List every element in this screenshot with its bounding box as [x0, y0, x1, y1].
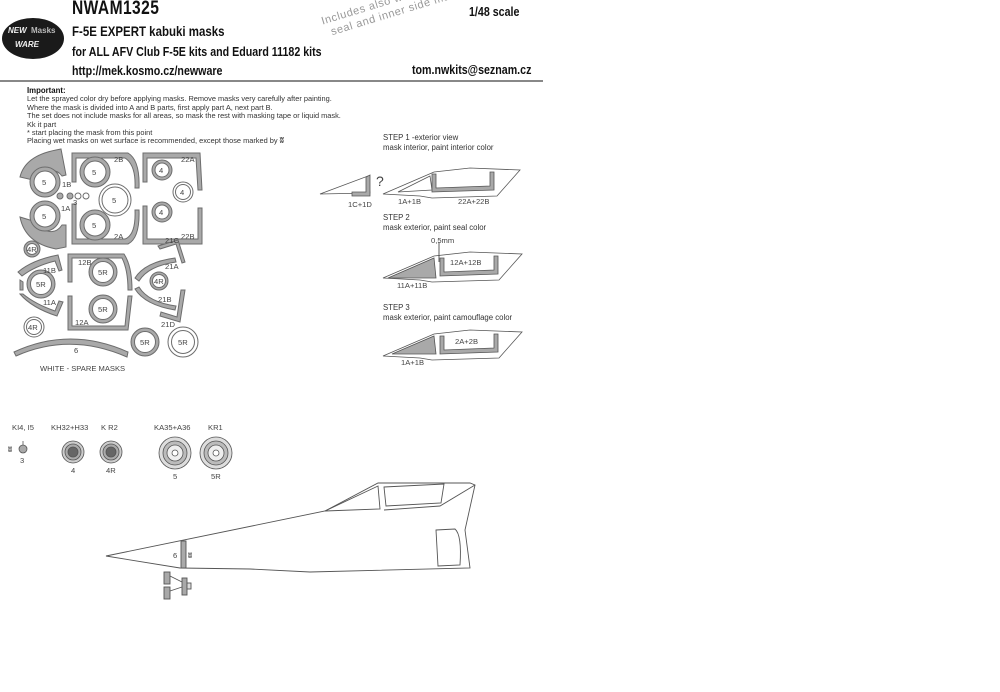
compatibility: for ALL AFV Club F-5E kits and Eduard 11… — [72, 44, 322, 59]
circle-5: 5 — [92, 168, 97, 177]
step2-desc: mask exterior, paint seal color — [383, 223, 487, 232]
scale-label: 1/48 scale — [469, 4, 520, 19]
mask-label-21d: 21D — [161, 320, 175, 329]
circle-5r: 5R — [98, 268, 108, 277]
wheel-num: 5 — [173, 472, 178, 481]
circle-5: 5 — [112, 196, 117, 205]
wheel-ref: KI4, I5 — [12, 423, 34, 432]
step1-title: STEP 1 -exterior view — [383, 133, 459, 142]
mask-label-3: 3 — [73, 198, 78, 207]
step3-label-b: 2A+2B — [455, 337, 479, 346]
mask-label-2b: 2B — [114, 155, 124, 164]
step3-text: STEP 3 mask exterior, paint camouflage c… — [383, 303, 512, 323]
mask-label-1a: 1A — [61, 204, 71, 213]
logo-masks: Masks — [31, 26, 56, 35]
wheel-num: 5R — [211, 472, 221, 481]
dry-mark-icon: ʬ — [188, 551, 193, 560]
mask-label-21b: 21B — [158, 295, 172, 304]
wheel-num: 4 — [71, 466, 76, 475]
mask-label-21c: 21C — [165, 236, 179, 245]
step1-desc: mask interior, paint interior color — [383, 143, 494, 152]
mask-label-22a: 22A — [181, 155, 195, 164]
note-line: The set does not include masks for all a… — [27, 111, 341, 121]
header-divider — [0, 80, 543, 82]
circle-4r: 4R — [28, 323, 38, 332]
product-title: F-5E EXPERT kabuki masks — [72, 23, 225, 39]
circle-5: 5 — [92, 221, 97, 230]
logo-ware: WARE — [15, 40, 39, 49]
new-ware-logo: NEW Masks WARE — [2, 18, 64, 59]
mask-label-21a: 21A — [165, 262, 179, 271]
wheel-num: 3 — [20, 456, 25, 465]
note-line: Where the mask is divided into A and B p… — [27, 102, 273, 112]
mask-label-12b: 12B — [78, 258, 92, 267]
fuselage-mask-label: 6 — [173, 551, 178, 560]
step2-label-b: 12A+12B — [450, 258, 482, 267]
step1-label-a: 1A+1B — [398, 197, 422, 206]
note-line: Placing wet masks on wet surface is reco… — [27, 136, 278, 146]
mask-label-1b: 1B — [62, 180, 72, 189]
important-notes: Important: Let the sprayed color dry bef… — [27, 86, 341, 146]
mask-label-12a: 12A — [75, 318, 89, 327]
note-line: Kk it part — [27, 119, 57, 129]
step2-dimension: 0,5mm — [431, 236, 455, 245]
question-part-label: 1C+1D — [348, 200, 372, 209]
logo-new: NEW — [8, 26, 27, 35]
wheel-ref: KA35+A36 — [154, 423, 191, 432]
website-url[interactable]: http://mek.kosmo.cz/newware — [72, 63, 223, 78]
dry-mark-icon: ʬ — [8, 445, 13, 454]
circle-5r: 5R — [98, 305, 108, 314]
mask-label-11b: 11B — [43, 266, 56, 275]
mask-label-2a: 2A — [114, 232, 124, 241]
spare-4r: 4R — [27, 245, 37, 254]
wheel-num: 4R — [106, 466, 116, 475]
question-mark: ? — [376, 173, 384, 189]
step2-text: STEP 2 mask exterior, paint seal color — [383, 213, 486, 233]
circle-4: 4 — [159, 166, 164, 175]
notes-heading: Important: — [27, 86, 66, 95]
step3-desc: mask exterior, paint camouflage color — [383, 313, 513, 322]
spare-masks-caption: WHITE - SPARE MASKS — [40, 364, 126, 373]
dry-mark-icon: ʬ — [279, 136, 284, 146]
circle-5r: 5R — [140, 338, 150, 347]
circle-5: 5 — [42, 178, 47, 187]
wheel-ref: KH32+H33 — [51, 423, 89, 432]
step2-title: STEP 2 — [383, 213, 410, 222]
step3-label-a: 1A+1B — [401, 358, 425, 367]
step2-label-a: 11A+11B — [397, 281, 428, 290]
circle-5: 5 — [42, 212, 47, 221]
mask-label-22b: 22B — [181, 232, 195, 241]
email-address[interactable]: tom.nwkits@seznam.cz — [412, 62, 532, 77]
circle-4: 4 — [159, 208, 164, 217]
wheel-ref: K R2 — [101, 423, 118, 432]
circle-5r: 5R — [36, 280, 46, 289]
circle-4r: 4R — [154, 277, 164, 286]
mask-label-11a: 11A — [43, 298, 56, 307]
product-code: NWAM1325 — [72, 0, 160, 19]
note-line: * start placing the mask from this point — [27, 128, 153, 138]
step3-title: STEP 3 — [383, 303, 410, 312]
note-line: Let the sprayed color dry before applyin… — [27, 94, 332, 104]
mask-label-6: 6 — [74, 346, 79, 355]
circle-5r: 5R — [178, 338, 188, 347]
wheel-ref: KR1 — [208, 423, 223, 432]
step1-text: STEP 1 -exterior view mask interior, pai… — [383, 133, 494, 153]
circle-4: 4 — [180, 188, 185, 197]
step1-label-b: 22A+22B — [458, 197, 490, 206]
